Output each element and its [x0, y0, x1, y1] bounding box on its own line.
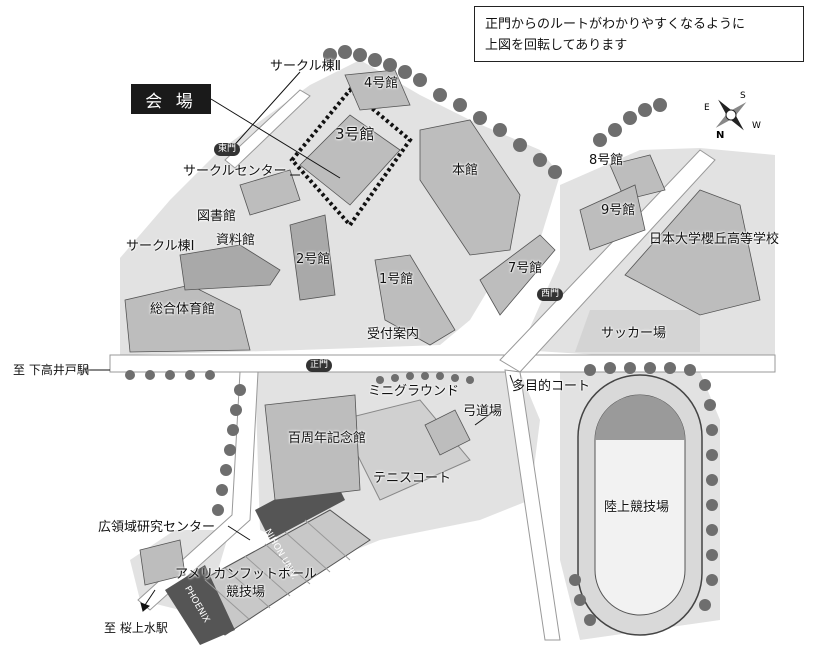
label-mini-ground: ミニグラウンド: [368, 384, 460, 399]
venue-outline: [289, 87, 413, 229]
label-track: 陸上競技場: [604, 500, 670, 515]
track-field-top: [595, 395, 685, 440]
label-library: 図書館: [197, 209, 237, 224]
compass-w: W: [752, 121, 761, 131]
label-reception: 受付案内: [367, 327, 420, 342]
label-centennial: 百周年記念館: [288, 431, 367, 446]
note-line-1: 正門からのルートがわかりやすくなるように: [485, 17, 746, 32]
archery-block: [424, 409, 471, 456]
note-line-2: 上図を回転してあります: [485, 38, 628, 53]
venue-badge: 会 場: [131, 84, 211, 114]
label-gym: 総合体育館: [150, 302, 216, 317]
label-bldg-9: 9号館: [601, 203, 636, 218]
bldg-2-block: [289, 214, 336, 301]
leader-lines: [210, 71, 516, 541]
soccer-field: [575, 310, 700, 352]
compass-n: N: [716, 130, 724, 141]
high-school-block: [624, 189, 761, 316]
label-circle-bldg-2: サークル棟Ⅱ: [270, 59, 342, 74]
label-archery: 弓道場: [463, 404, 503, 419]
label-archives: 資料館: [216, 233, 256, 248]
label-bldg-8: 8号館: [589, 153, 624, 168]
research-block: [139, 539, 186, 586]
label-bldg-4: 4号館: [364, 76, 399, 91]
diagonal-road-sw: [504, 369, 561, 641]
label-soccer: サッカー場: [601, 326, 667, 341]
football-yard-lines: [204, 519, 351, 621]
bldg-7-block: [479, 234, 556, 316]
label-circle-bldg-1: サークル棟Ⅰ: [126, 239, 195, 254]
label-research-center: 広領域研究センター: [98, 520, 216, 535]
bldg-3-block: [299, 114, 401, 206]
bldg-8-block: [609, 154, 666, 201]
west-gate-badge: 西門: [537, 288, 564, 301]
label-sakurajosui: 至 桜上水駅: [104, 621, 168, 635]
label-multi-court: 多目的コート: [512, 379, 591, 394]
label-bldg-2: 2号館: [296, 252, 331, 267]
label-circle-center: サークルセンター: [183, 164, 287, 179]
gym-block: [124, 284, 251, 353]
label-main-bldg: 本館: [452, 163, 479, 178]
compass-e: E: [704, 103, 710, 113]
bldg-4-block: [344, 69, 411, 111]
north-path: [224, 89, 311, 169]
bldg-1-block: [374, 254, 456, 346]
football-stand: [165, 565, 235, 645]
centennial-block: [264, 394, 361, 501]
label-bldg-3: 3号館: [335, 125, 375, 143]
label-tennis: テニスコート: [373, 471, 452, 486]
rotation-note: 正門からのルートがわかりやすくなるように 上図を回転してあります: [474, 6, 804, 62]
label-bldg-1: 1号館: [379, 272, 414, 287]
label-shimotakaido: 至 下高井戸駅: [13, 363, 89, 377]
label-football-line1: アメリカンフットボール: [175, 567, 317, 582]
label-football-line2: 競技場: [226, 585, 266, 600]
station-arrows: [81, 365, 156, 612]
archives-block: [179, 244, 281, 291]
circle-center-block: [239, 169, 301, 216]
compass-icon: N E S W: [704, 91, 761, 141]
main-gate-badge: 正門: [306, 359, 333, 372]
label-high-school: 日本大学櫻丘高等学校: [649, 232, 780, 247]
buildings: [124, 69, 761, 586]
trees: [125, 45, 718, 626]
west-path: [137, 371, 259, 611]
main-bldg-block: [419, 119, 521, 256]
compass-s: S: [740, 91, 746, 101]
east-gate-badge: 東門: [214, 143, 241, 156]
label-bldg-7: 7号館: [508, 261, 543, 276]
bldg-9-block: [579, 184, 646, 251]
